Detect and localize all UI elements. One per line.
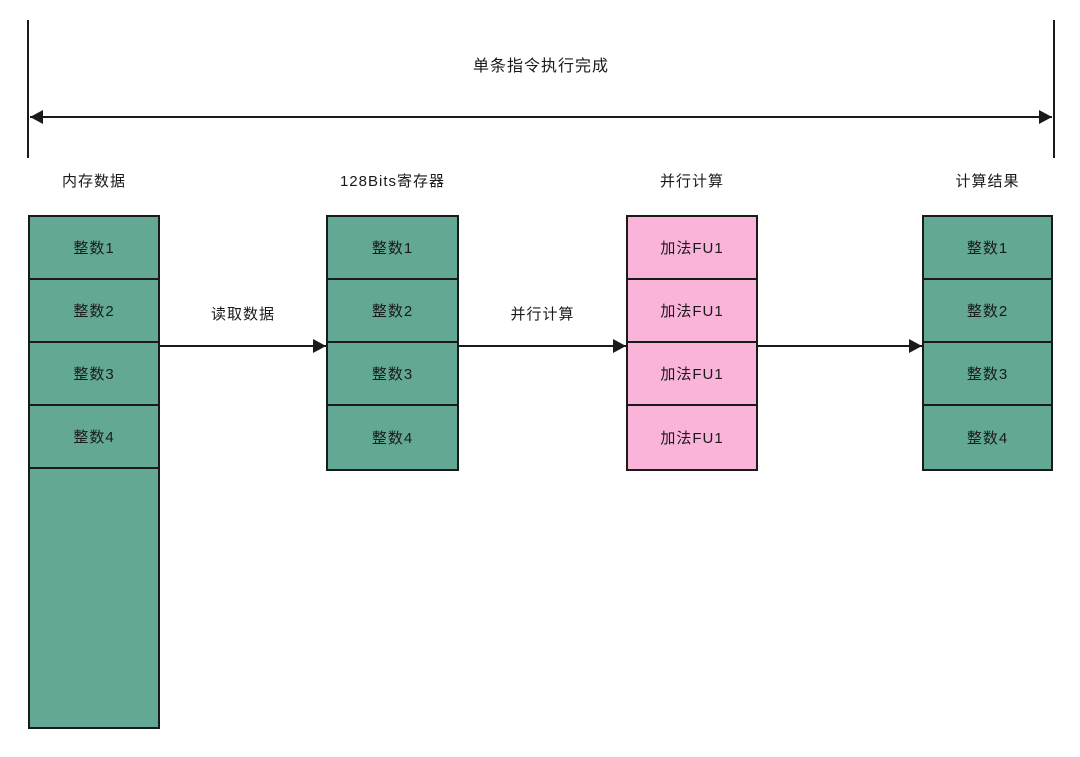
register-column-title: 128Bits寄存器 <box>339 173 446 190</box>
result-cell: 整数2 <box>924 280 1051 343</box>
memory-column: 整数1 整数2 整数3 整数4 <box>28 215 160 729</box>
instruction-span-label: 单条指令执行完成 <box>472 58 609 75</box>
memory-cell: 整数4 <box>30 406 158 469</box>
parallel-compute-arrow <box>459 339 626 353</box>
parallel-compute-arrow-label: 并行计算 <box>510 306 575 323</box>
adder-fu-cell: 加法FU1 <box>628 343 756 406</box>
parallel-compute-column: 加法FU1 加法FU1 加法FU1 加法FU1 <box>626 215 758 471</box>
ruler-left-tick <box>27 20 29 158</box>
register-column: 整数1 整数2 整数3 整数4 <box>326 215 459 471</box>
result-cell: 整数4 <box>924 406 1051 469</box>
instruction-span-arrow <box>30 110 1052 124</box>
ruler-right-tick <box>1053 20 1055 158</box>
result-cell: 整数1 <box>924 217 1051 280</box>
adder-fu-cell: 加法FU1 <box>628 406 756 469</box>
adder-fu-cell: 加法FU1 <box>628 280 756 343</box>
memory-cell: 整数3 <box>30 343 158 406</box>
read-data-arrow <box>160 339 326 353</box>
result-column-title: 计算结果 <box>955 173 1020 190</box>
register-cell: 整数4 <box>328 406 457 469</box>
result-arrow <box>758 339 922 353</box>
memory-column-title: 内存数据 <box>61 173 126 190</box>
memory-cell: 整数1 <box>30 217 158 280</box>
memory-cell: 整数2 <box>30 280 158 343</box>
register-cell: 整数1 <box>328 217 457 280</box>
memory-empty-cell <box>30 469 158 727</box>
adder-fu-cell: 加法FU1 <box>628 217 756 280</box>
result-column: 整数1 整数2 整数3 整数4 <box>922 215 1053 471</box>
parallel-compute-column-title: 并行计算 <box>659 173 724 190</box>
register-cell: 整数3 <box>328 343 457 406</box>
read-data-arrow-label: 读取数据 <box>210 306 275 323</box>
register-cell: 整数2 <box>328 280 457 343</box>
result-cell: 整数3 <box>924 343 1051 406</box>
